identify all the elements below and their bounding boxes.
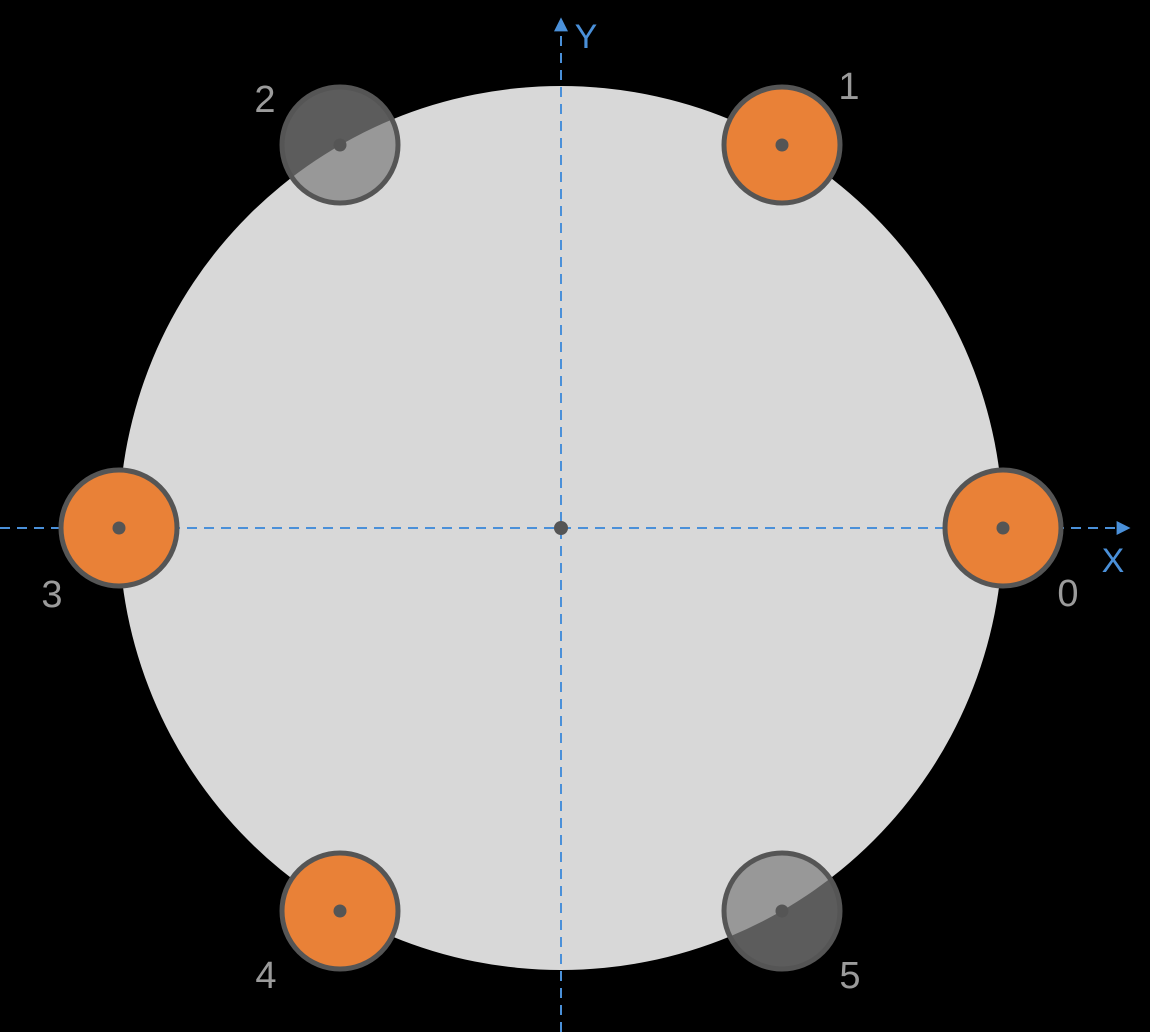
node-label-5: 5	[839, 955, 860, 997]
origin-dot	[554, 521, 568, 535]
node-center-dot-1	[775, 138, 789, 152]
node-3[interactable]	[58, 467, 180, 589]
node-label-1: 1	[838, 66, 859, 108]
node-center-dot-2	[333, 138, 347, 152]
node-label-0: 0	[1057, 573, 1078, 615]
y-axis-label: Y	[575, 18, 598, 56]
node-center-dot-3	[112, 521, 126, 535]
node-0[interactable]	[942, 467, 1064, 589]
node-2[interactable]	[279, 84, 401, 206]
node-center-dot-0	[996, 521, 1010, 535]
nodes-group	[58, 84, 1064, 972]
axes-group: X Y	[0, 17, 1131, 1032]
node-center-dot-5	[775, 904, 789, 918]
node-5[interactable]	[721, 850, 843, 972]
node-label-2: 2	[254, 79, 275, 121]
node-1[interactable]	[721, 84, 843, 206]
node-labels-group: 0 1 2 3 4 5	[41, 66, 1078, 997]
node-center-dot-4	[333, 904, 347, 918]
x-axis-label: X	[1102, 542, 1125, 580]
node-4[interactable]	[279, 850, 401, 972]
node-label-3: 3	[41, 574, 62, 616]
node-label-4: 4	[255, 955, 276, 997]
